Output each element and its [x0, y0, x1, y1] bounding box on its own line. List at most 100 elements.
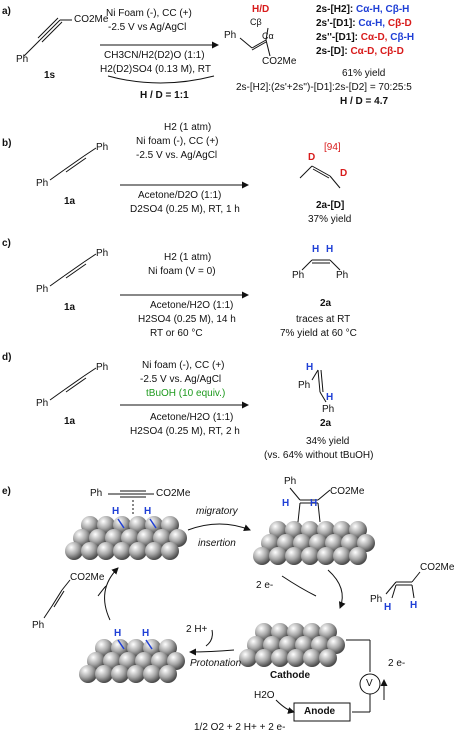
- c-phenyl-bottom: Ph: [36, 284, 49, 295]
- d-yield-2: (vs. 64% without tBuOH): [264, 450, 374, 461]
- e-right-ester: CO2Me: [420, 562, 455, 573]
- e-two-electrons-right: 2 e-: [388, 658, 406, 669]
- product-hd-top: H/D: [252, 4, 270, 15]
- condition-b-1: H2 (1 atm): [164, 122, 212, 133]
- panel-a-label: a): [2, 6, 11, 17]
- b-yield: 37% yield: [308, 214, 352, 225]
- arrow-protonation: [189, 648, 235, 656]
- b-phenyl-top: Ph: [96, 142, 109, 153]
- b-phenyl-bottom: Ph: [36, 178, 49, 189]
- c-product-h1: H: [312, 244, 320, 255]
- condition-d-1: Ni foam (-), CC (+): [142, 360, 225, 371]
- e-adsorbed-h-2: H: [144, 506, 152, 517]
- product-2a-d-structure: [299, 165, 341, 189]
- c-substrate-label: 1a: [64, 302, 76, 313]
- legend-2s-d-beta: Cβ-D: [379, 46, 404, 57]
- product-2a-structure-c: [301, 259, 341, 271]
- c-phenyl-top: Ph: [96, 248, 109, 259]
- condition-b-5: D2SO4 (0.25 M), RT, 1 h: [130, 204, 240, 215]
- e-left-ester: CO2Me: [70, 572, 105, 583]
- legend-2s-prime-alpha: Cα-H,: [358, 18, 386, 29]
- product-2s-structure: [239, 27, 271, 57]
- condition-d-5: H2SO4 (0.25 M), RT, 2 h: [130, 426, 240, 437]
- condition-a-1: Ni Foam (-), CC (+): [106, 8, 192, 19]
- e-anode-label: Anode: [304, 706, 336, 717]
- arrow-regenerate: [104, 567, 119, 621]
- legend-2s-prime-d1: 2s'-[D1]: Cα-H, Cβ-D: [316, 18, 412, 30]
- legend-2s-d: 2s-[D]: Cα-D, Cβ-D: [316, 46, 404, 58]
- arrow-to-cathode: [327, 569, 346, 609]
- panel-e-label: e): [2, 486, 11, 497]
- yield-a: 61% yield: [342, 68, 386, 79]
- product-phenyl: Ph: [224, 30, 237, 41]
- e-two-protons: 2 H+: [186, 624, 208, 635]
- condition-a-2: -2.5 V vs Ag/AgCl: [108, 22, 187, 33]
- e-left-phenyl: Ph: [32, 620, 45, 631]
- d-product-label: 2a: [320, 418, 332, 429]
- legend-2s-h2: 2s-[H2]: Cα-H, Cβ-H: [316, 4, 409, 16]
- hd-final-a: H / D = 4.7: [340, 96, 389, 107]
- condition-d-3: tBuOH (10 equiv.): [146, 388, 226, 399]
- legend-2s-h2-alpha: Cα-H,: [356, 4, 383, 15]
- catalyst-surface-top-right: [253, 521, 375, 565]
- e-insertion-h-2: H: [310, 498, 318, 509]
- c-product-h2: H: [326, 244, 334, 255]
- electrical-circuit: [275, 639, 388, 722]
- b-substrate-label: 1a: [64, 196, 76, 207]
- legend-2s-h2-name: 2s-[H2]:: [316, 4, 354, 15]
- e-protonation-label: Protonation: [190, 658, 242, 669]
- e-water: H2O: [254, 690, 275, 701]
- b-product-d2: D: [340, 168, 348, 179]
- d-product-h1: H: [306, 362, 314, 373]
- e-right-h-2: H: [410, 600, 418, 611]
- alkyne-1s-structure-e: [43, 579, 71, 619]
- product-2a-structure-d: [311, 369, 327, 403]
- e-bottom-h-1: H: [114, 628, 122, 639]
- product-cb: Cβ: [250, 17, 262, 27]
- e-oxygen-equation: 1/2 O2 + 2 H+ + 2 e-: [194, 722, 286, 733]
- c-yield-2: 7% yield at 60 °C: [280, 328, 357, 339]
- substrate-label: 1s: [44, 70, 56, 81]
- condition-c-2: Ni foam (V = 0): [148, 266, 216, 277]
- panel-d-label: d): [2, 352, 12, 363]
- e-right-h-1: H: [384, 602, 392, 613]
- legend-2s-h2-beta: Cβ-H: [385, 4, 410, 15]
- b-product-label: 2a-[D]: [316, 200, 345, 211]
- c-product-phenyl-left: Ph: [292, 270, 305, 281]
- condition-c-5: RT or 60 °C: [150, 328, 203, 339]
- e-two-electrons-top: 2 e-: [256, 580, 274, 591]
- product-acrylate-structure: [385, 571, 421, 599]
- substrate-1a-structure-c: [49, 253, 97, 287]
- e-top-left-phenyl: Ph: [90, 488, 103, 499]
- c-product-label: 2a: [320, 298, 332, 309]
- e-migratory-label: migratory: [196, 506, 238, 517]
- condition-c-3: Acetone/H2O (1:1): [150, 300, 234, 311]
- legend-2s-d-alpha: Cα-D,: [350, 46, 378, 57]
- product-ca: Cα: [262, 31, 274, 41]
- panel-c-label: c): [2, 238, 11, 249]
- b-product-d1: D: [308, 152, 316, 163]
- arrow-migratory-insertion: [187, 523, 251, 532]
- legend-2s-dprime-name: 2s''-[D1]:: [316, 32, 358, 43]
- c-yield-1: traces at RT: [296, 314, 351, 325]
- b-product-ref: [94]: [324, 142, 341, 153]
- substrate-1a-structure-b: [49, 147, 97, 181]
- e-bottom-h-2: H: [142, 628, 150, 639]
- substrate-1s-structure: [23, 17, 72, 57]
- arrow-proton-in: [205, 629, 213, 647]
- condition-b-4: Acetone/D2O (1:1): [138, 190, 222, 201]
- e-top-right-ester: CO2Me: [330, 486, 365, 497]
- condition-c-1: H2 (1 atm): [164, 252, 212, 263]
- arrow-electrons-in: [281, 575, 317, 597]
- condition-b-2: Ni foam (-), CC (+): [136, 136, 219, 147]
- legend-2s-prime-beta: Cβ-D: [387, 18, 412, 29]
- d-product-phenyl-left: Ph: [298, 380, 311, 391]
- e-insertion-label: insertion: [198, 538, 236, 549]
- condition-a-4: H2(D2)SO4 (0.13 M), RT: [100, 64, 211, 75]
- arrow-alkyne-in: [97, 585, 107, 597]
- legend-2s-dprime-d1: 2s''-[D1]: Cα-D, Cβ-H: [316, 32, 414, 44]
- legend-2s-dprime-alpha: Cα-D,: [360, 32, 388, 43]
- e-top-right-phenyl: Ph: [284, 476, 297, 487]
- catalyst-surface-bottom-left: [79, 639, 185, 683]
